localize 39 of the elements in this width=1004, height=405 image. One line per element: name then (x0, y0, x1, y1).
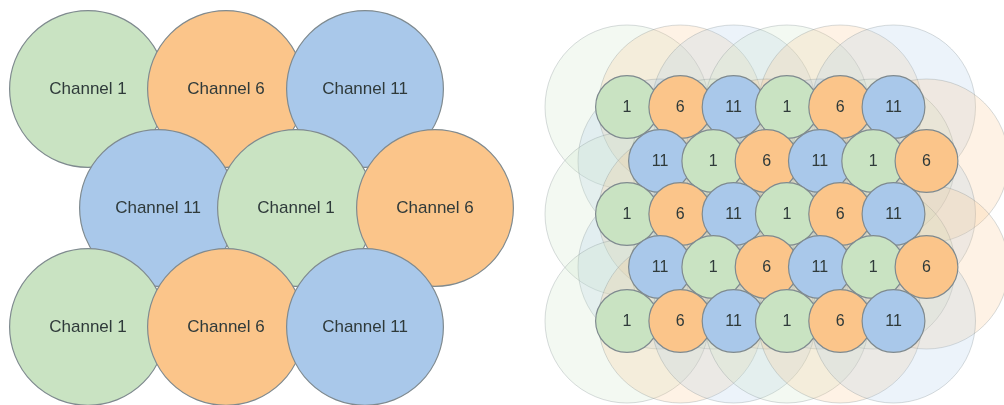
channel-label: 1 (622, 98, 632, 116)
channel-label: 11 (885, 98, 902, 116)
channel-label: 11 (725, 205, 742, 223)
channel-label: 1 (708, 152, 718, 170)
channel-label: 1 (782, 98, 792, 116)
channel-label: 11 (885, 205, 902, 223)
channel-label: 11 (725, 98, 742, 116)
channel-label: 1 (708, 258, 718, 276)
channel-label: 6 (675, 98, 685, 116)
channel-label: 11 (651, 258, 669, 276)
channel-label: 11 (811, 258, 829, 276)
channel-label: 1 (622, 205, 632, 223)
channel-label: 1 (622, 312, 632, 330)
channel-label: 6 (835, 205, 845, 223)
channel-label: 6 (922, 152, 931, 170)
channel-label: 11 (811, 152, 829, 170)
channel-label: 1 (782, 205, 792, 223)
channel-label: 11 (651, 152, 669, 170)
channel-label: 6 (835, 98, 845, 116)
channel-label: 6 (762, 152, 772, 170)
channel-label: Channel 11 (322, 317, 408, 337)
channel-label: Channel 6 (396, 198, 474, 218)
channel-label: Channel 1 (49, 317, 127, 337)
channel-label: Channel 11 (115, 198, 201, 218)
channel-label: 6 (762, 258, 772, 276)
channel-label: Channel 11 (322, 79, 408, 99)
channel-label: 6 (922, 258, 931, 276)
channel-label: 6 (675, 205, 685, 223)
channel-label: 1 (868, 152, 878, 170)
channel-label: 1 (868, 258, 878, 276)
channel-label: Channel 1 (49, 79, 127, 99)
channel-label: Channel 1 (257, 198, 335, 218)
channel-label: 6 (835, 312, 845, 330)
channel-label: 11 (885, 312, 902, 330)
channel-label: 1 (782, 312, 792, 330)
channel-label: Channel 6 (187, 79, 265, 99)
channel-label: Channel 6 (187, 317, 265, 337)
channel-label: 11 (725, 312, 742, 330)
channel-label: 6 (675, 312, 685, 330)
